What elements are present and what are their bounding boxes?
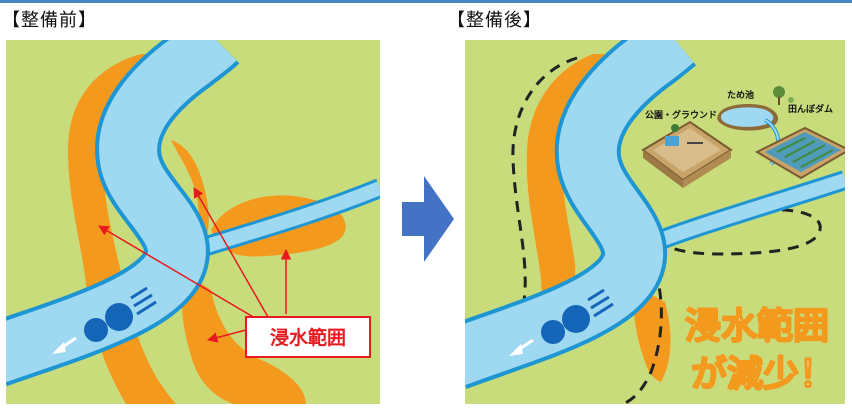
flood-area-left — [526, 54, 610, 350]
flow-direction-icon — [509, 288, 614, 356]
after-illustration: ため池 公園・グラウンド 田んぼダム 浸水範囲 が減少！ — [465, 40, 845, 404]
before-illustration: 浸水範囲 — [6, 40, 380, 404]
park-illustration — [641, 120, 733, 188]
result-text-line2: が減少！ — [691, 354, 835, 395]
result-text-line1: 浸水範囲 — [685, 306, 829, 347]
flood-pointer-arrows — [98, 187, 292, 343]
flood-area-label: 浸水範囲 — [270, 326, 346, 349]
after-title: 【整備後】 — [447, 10, 542, 31]
flood-label-box — [245, 316, 371, 358]
paddy-dam-label: 田んぼダム — [788, 103, 833, 115]
paddy-dam-illustration — [754, 126, 845, 180]
top-rule — [0, 0, 852, 3]
flood-area-lower — [181, 272, 306, 404]
flow-direction-icon — [52, 286, 157, 354]
reservoir-label: ため池 — [727, 89, 754, 101]
before-title: 【整備前】 — [2, 10, 97, 31]
right-arrow-icon — [402, 176, 454, 262]
park-label: 公園・グラウンド — [645, 109, 717, 121]
